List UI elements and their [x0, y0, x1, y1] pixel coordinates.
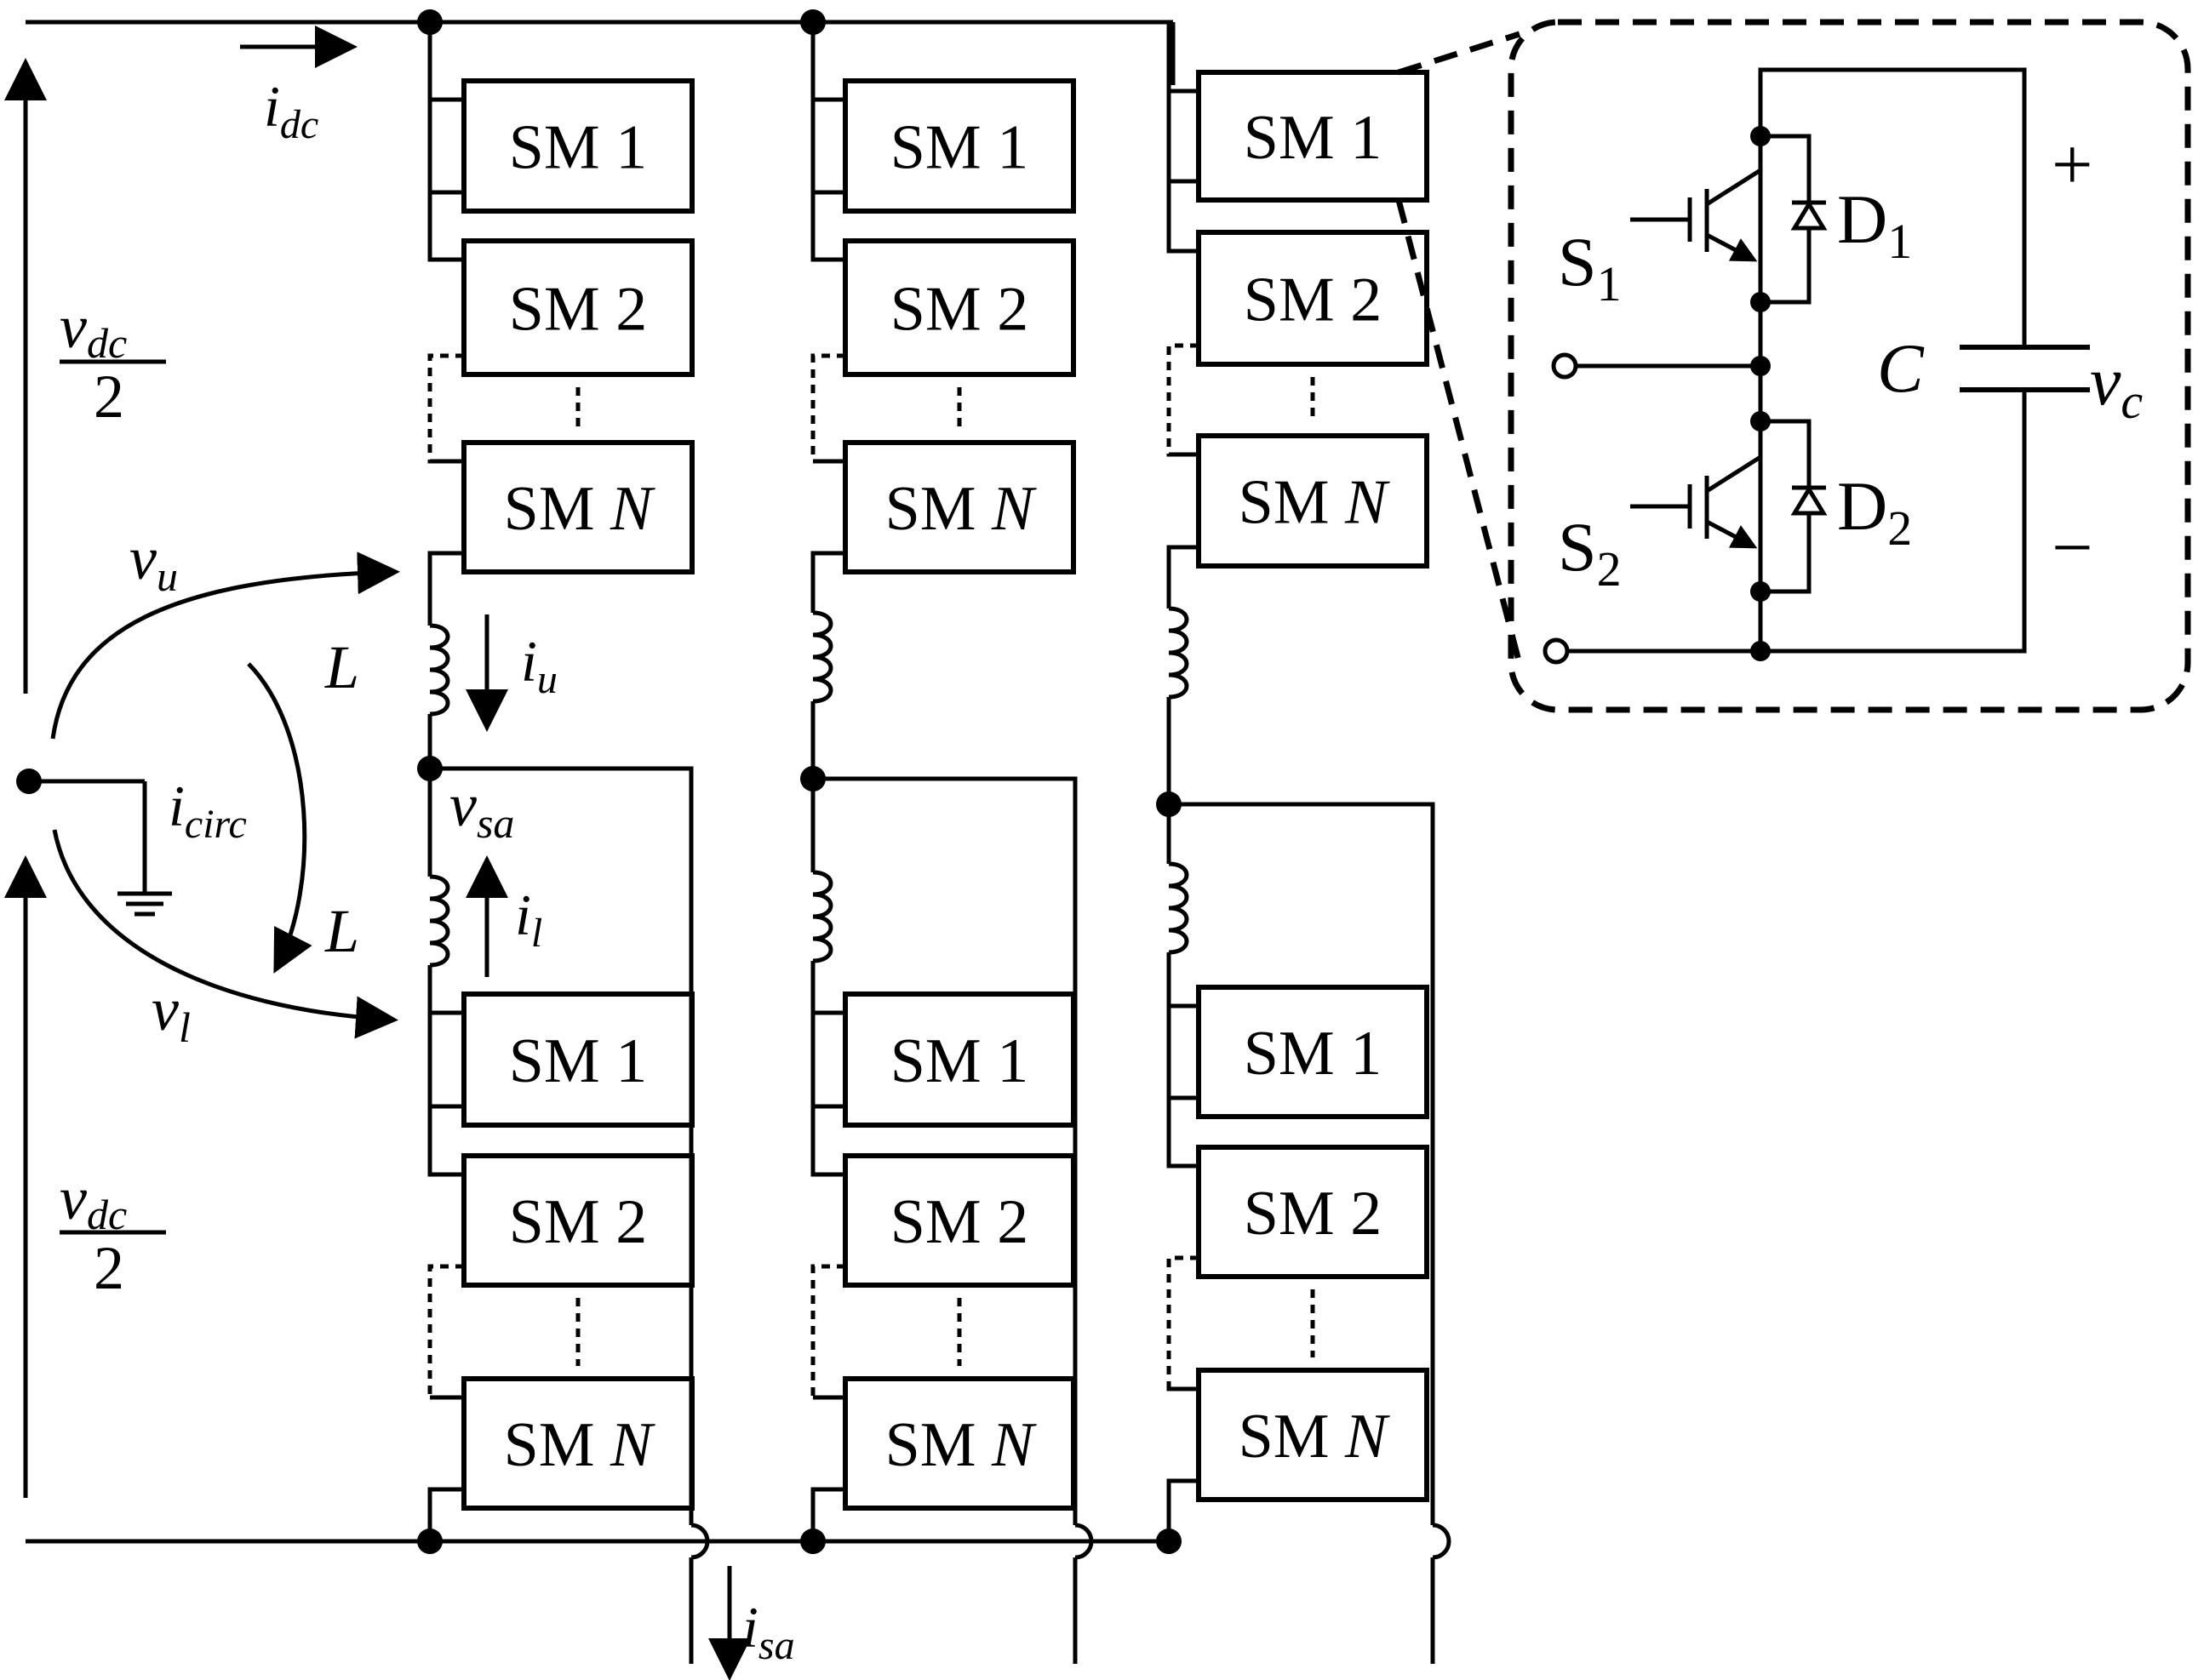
submodule-box: SM 2 [461, 1153, 695, 1288]
submodule-box: SM 1 [1196, 985, 1429, 1119]
plus-sign: + [2052, 123, 2093, 205]
submodule-box: SM 2 [843, 238, 1076, 377]
junction-node [417, 1529, 443, 1554]
ground-node [16, 769, 172, 917]
submodule-label: SM N [504, 1410, 655, 1480]
inductor-label-lower: L [324, 897, 359, 965]
s2-label: S2 [1558, 508, 1622, 597]
submodule-box: SM 2 [843, 1153, 1076, 1288]
submodule-box: SM N [461, 440, 695, 574]
submodule-label: SM N [885, 474, 1037, 544]
submodule-label: SM 2 [1244, 1179, 1382, 1249]
igbt-s1-icon [1630, 168, 1762, 262]
converter-legs: SM 1SM 2SM NSM 1SM 2SM NSM 1SM 2SM NSM 1… [417, 9, 1451, 1664]
i-l-label: il [515, 883, 542, 956]
arm: SM 1 SM 2 SM N [427, 991, 695, 1511]
arm: SM 1 SM 2 SM N [1166, 985, 1429, 1502]
i-circ-arrow [247, 662, 312, 974]
submodule-box: SM 1 [461, 991, 695, 1128]
junction-node [800, 9, 826, 35]
submodule-detail: S1 S2 D1 D2 C vc + − [1395, 19, 2191, 713]
junction-node [417, 756, 443, 781]
svg-text:vdc: vdc [60, 293, 127, 367]
capacitor-label: C [1877, 329, 1925, 407]
junction-node [1156, 1529, 1182, 1554]
junction-node [800, 766, 826, 791]
s1-label: S1 [1558, 223, 1622, 311]
submodule-label: SM 2 [890, 275, 1028, 345]
submodule-label: SM 1 [890, 113, 1028, 183]
leg-2: SM 1 SM 2 SM N SM 1 SM 2 SM N [800, 9, 1094, 1664]
submodule-label: SM 1 [1244, 103, 1382, 173]
submodule-label: SM 1 [1244, 1019, 1382, 1089]
v-l-arrow [52, 829, 398, 1039]
terminal-bottom [1543, 637, 1570, 665]
inductor-label-upper: L [324, 633, 359, 701]
submodule-label: SM 1 [509, 113, 647, 183]
submodule-box: SM 1 [461, 78, 695, 214]
d2-label: D2 [1837, 467, 1912, 556]
v-c-label: vc [2090, 342, 2143, 429]
i-circ-label: icirc [169, 774, 247, 847]
v-sa-label: vsa [449, 771, 514, 847]
submodule-box: SM N [461, 1376, 695, 1511]
arm: SM 1 SM 2 SM N [427, 78, 695, 574]
d1-label: D1 [1837, 180, 1912, 269]
terminal-top [1551, 352, 1578, 380]
submodule-box: SM 1 [843, 78, 1076, 214]
i-sa-label: isa [742, 1595, 795, 1668]
svg-text:2: 2 [94, 1234, 124, 1302]
submodule-box: SM N [1196, 1368, 1429, 1502]
submodule-box: SM 2 [1196, 1145, 1429, 1279]
submodule-label: SM 2 [1244, 266, 1382, 335]
diode-1-icon [1790, 200, 1828, 231]
submodule-box: SM 1 [843, 991, 1076, 1128]
submodule-label: SM 2 [509, 1187, 647, 1257]
diode-2-icon [1790, 485, 1828, 516]
submodule-label: SM N [1239, 468, 1390, 538]
arm: SM 1 SM 2 SM N [810, 991, 1076, 1511]
submodule-box: SM 2 [1196, 230, 1429, 367]
svg-text:vdc: vdc [60, 1164, 127, 1238]
inductor-coil [812, 870, 833, 963]
ground-terminal [16, 769, 42, 794]
submodule-label: SM 1 [890, 1026, 1028, 1096]
submodule-label: SM 1 [509, 1026, 647, 1096]
inductor-coil [1168, 861, 1189, 955]
v-l-label: vl [152, 975, 191, 1051]
leg-3: SM 1 SM 2 SM N SM 1 SM 2 SM N [1156, 22, 1451, 1664]
minus-sign: − [2052, 506, 2093, 588]
igbt-s2-icon [1630, 454, 1762, 549]
vdc-half-lower: vdc 2 [60, 1164, 166, 1302]
svg-text:2: 2 [94, 363, 124, 431]
inductor-coil [429, 623, 450, 717]
v-u-arrow [50, 551, 400, 740]
junction-node [417, 9, 443, 35]
submodule-label: SM N [504, 474, 655, 544]
v-u-label: vu [129, 524, 178, 600]
submodule-box: SM N [1196, 433, 1429, 569]
submodule-label: SM N [885, 1410, 1037, 1480]
submodule-label: SM N [1239, 1402, 1390, 1471]
leg-1: SM 1 SM 2 SM N SM 1 SM 2 SM N [417, 9, 710, 1664]
dc-bus [26, 20, 1176, 1544]
submodule-box: SM 1 [1196, 70, 1429, 203]
submodule-box: SM N [843, 440, 1076, 574]
i-dc-label: idc [264, 74, 318, 147]
arm: SM 1 SM 2 SM N [810, 78, 1076, 574]
submodule-label: SM 2 [890, 1187, 1028, 1257]
inductor-coil [1168, 606, 1189, 700]
inductor-coil [429, 874, 450, 968]
junction-node [800, 1529, 826, 1554]
inductor-coil [812, 610, 833, 704]
submodule-label: SM 2 [509, 275, 647, 345]
submodule-box: SM N [843, 1376, 1076, 1511]
i-u-label: iu [521, 629, 558, 702]
junction-node [1156, 791, 1182, 817]
submodule-box: SM 2 [461, 238, 695, 377]
vdc-half-upper: vdc 2 [60, 293, 166, 431]
arm: SM 1 SM 2 SM N [1166, 70, 1429, 569]
